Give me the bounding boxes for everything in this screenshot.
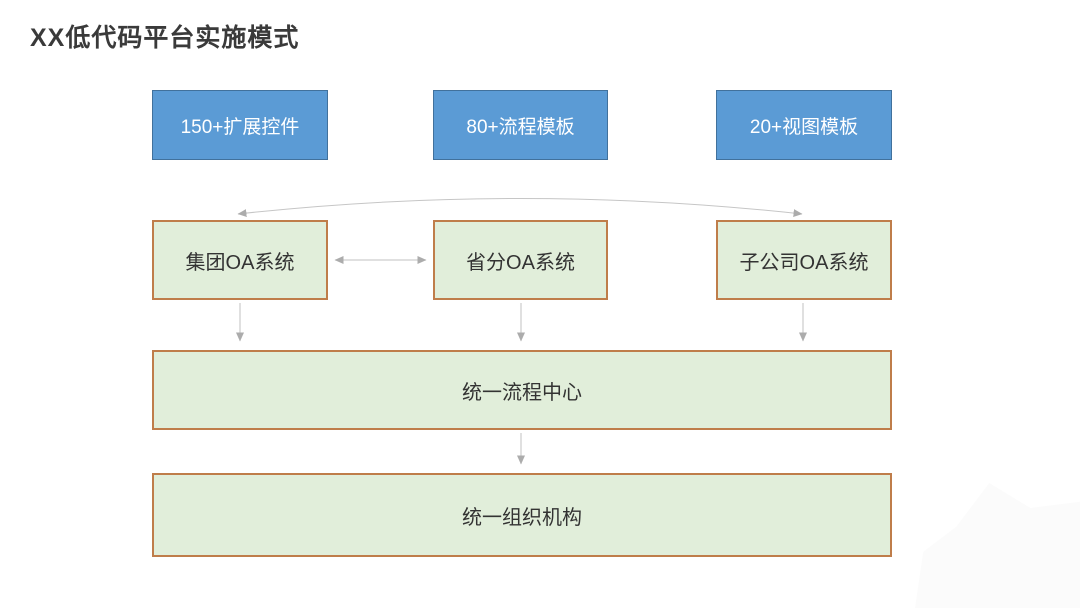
box-expansion-controls-label: 150+扩展控件 — [180, 116, 300, 138]
box-unified-organization: 统一组织机构 — [152, 473, 892, 557]
box-unified-process-center-label: 统一流程中心 — [462, 381, 582, 404]
arc-double-arrow-group-to-subsidiary — [237, 198, 803, 218]
page-title: XX低代码平台实施模式 — [30, 24, 300, 52]
box-subsidiary-oa-system: 子公司OA系统 — [716, 220, 892, 300]
box-unified-process-center: 统一流程中心 — [152, 350, 892, 430]
box-view-templates: 20+视图模板 — [716, 90, 892, 160]
box-process-templates-label: 80+流程模板 — [466, 116, 575, 138]
box-province-oa-system: 省分OA系统 — [433, 220, 608, 300]
box-group-oa-system-label: 集团OA系统 — [185, 251, 295, 274]
box-unified-organization-label: 统一组织机构 — [462, 506, 582, 529]
box-expansion-controls: 150+扩展控件 — [152, 90, 328, 160]
box-province-oa-system-label: 省分OA系统 — [466, 251, 575, 274]
box-process-templates: 80+流程模板 — [433, 90, 608, 160]
watermark-shape — [915, 483, 1080, 608]
box-subsidiary-oa-system-label: 子公司OA系统 — [739, 251, 869, 274]
box-group-oa-system: 集团OA系统 — [152, 220, 328, 300]
box-view-templates-label: 20+视图模板 — [749, 116, 859, 138]
